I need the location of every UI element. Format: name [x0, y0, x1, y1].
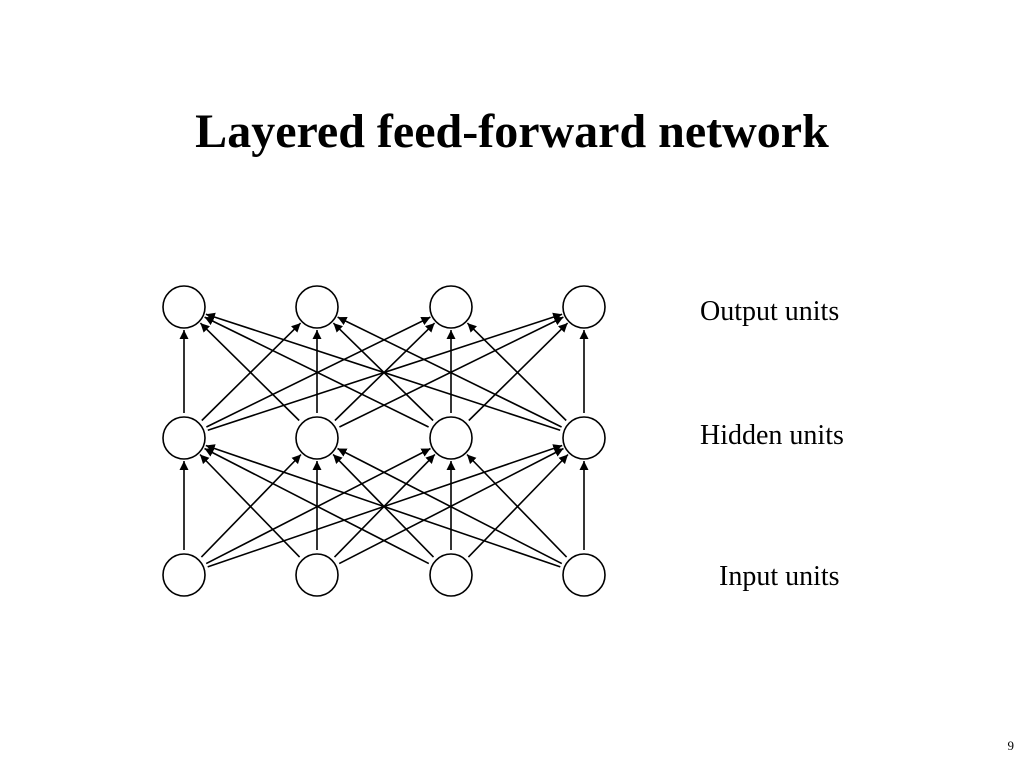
hidden-unit-2	[295, 416, 339, 460]
connection-input-1-to-hidden-2	[200, 453, 302, 558]
connection-input-2-to-hidden-3	[333, 453, 436, 558]
connection-hidden-4-to-output-1	[205, 312, 561, 431]
connection-hidden-2-to-output-1	[199, 322, 300, 422]
connection-hidden-4-to-output-3	[466, 322, 567, 422]
page-number: 9	[1007, 738, 1015, 753]
slide-title: Layered feed-forward network	[195, 105, 829, 158]
input-unit-3	[429, 553, 473, 597]
output-unit-1	[162, 285, 206, 329]
hidden-unit-3	[429, 416, 473, 460]
connection-arrows	[179, 312, 589, 568]
output-units-label: Output units	[700, 296, 840, 327]
connection-hidden-4-to-output-2	[337, 316, 562, 428]
output-unit-2	[295, 285, 339, 329]
input-unit-4	[562, 553, 606, 597]
connection-input-2-to-hidden-1	[199, 453, 301, 558]
hidden-units-label: Hidden units	[700, 420, 844, 451]
input-units-label: Input units	[719, 561, 840, 592]
connection-input-4-to-hidden-1	[205, 444, 561, 568]
input-unit-2	[295, 553, 339, 597]
connection-input-4-to-hidden-2	[337, 447, 563, 565]
connection-input-3-to-hidden-1	[204, 447, 430, 565]
output-unit-4	[562, 285, 606, 329]
connection-input-4-to-hidden-3	[466, 453, 568, 558]
connection-hidden-3-to-output-1	[204, 316, 429, 428]
hidden-unit-4	[562, 416, 606, 460]
connection-hidden-2-to-output-3	[334, 322, 436, 422]
connection-input-3-to-hidden-4	[467, 453, 569, 558]
output-unit-3	[429, 285, 473, 329]
hidden-unit-1	[162, 416, 206, 460]
connection-hidden-3-to-output-4	[468, 322, 569, 422]
input-unit-1	[162, 553, 206, 597]
network-units	[162, 285, 606, 597]
